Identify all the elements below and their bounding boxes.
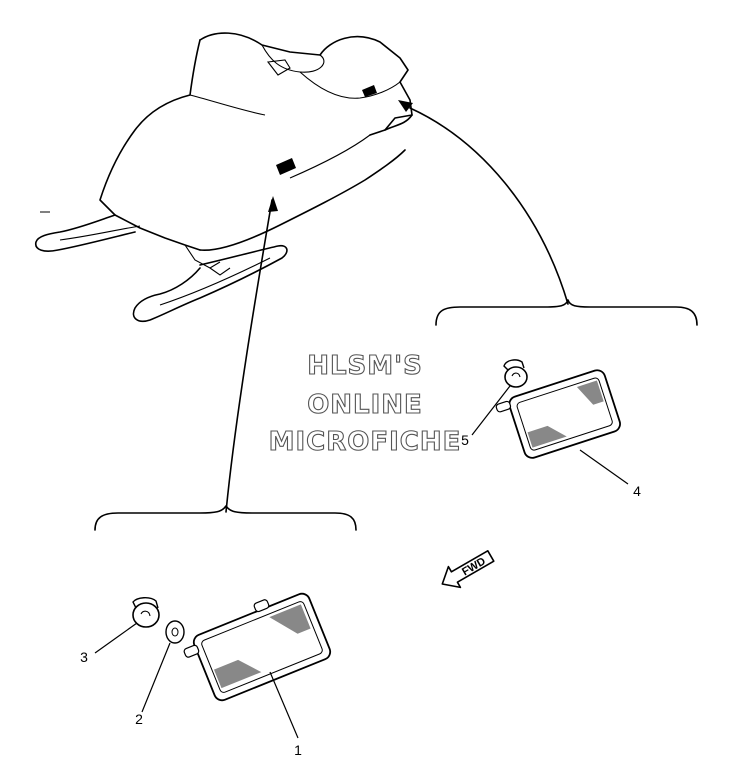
watermark-line-3: MICROFICHE [269, 427, 462, 457]
watermark: HLSM'S ONLINE MICROFICHE [268, 350, 462, 457]
reflector-part-1 [183, 592, 332, 702]
watermark-line-1: HLSM'S [307, 351, 423, 381]
bracket-left [94, 505, 357, 531]
washer-part-2 [165, 620, 185, 644]
callout-5: 5 [461, 432, 469, 448]
nut-part-3 [132, 597, 160, 628]
reflector-part-4 [495, 369, 621, 459]
bracket-right [435, 299, 698, 326]
callout-1: 1 [294, 742, 302, 758]
callout-2: 2 [135, 711, 143, 727]
callout-4: 4 [633, 483, 641, 499]
callout-3: 3 [80, 649, 88, 665]
callout-numbers: 1 2 3 4 5 [80, 432, 641, 758]
leader-lines [225, 100, 569, 513]
callout-leaders [94, 385, 629, 739]
forward-arrow-icon: FWD [441, 550, 495, 589]
watermark-line-2: ONLINE [307, 390, 423, 420]
snowmobile-illustration [34, 32, 413, 323]
fwd-label: FWD [460, 555, 488, 578]
nut-part-5 [503, 359, 528, 388]
